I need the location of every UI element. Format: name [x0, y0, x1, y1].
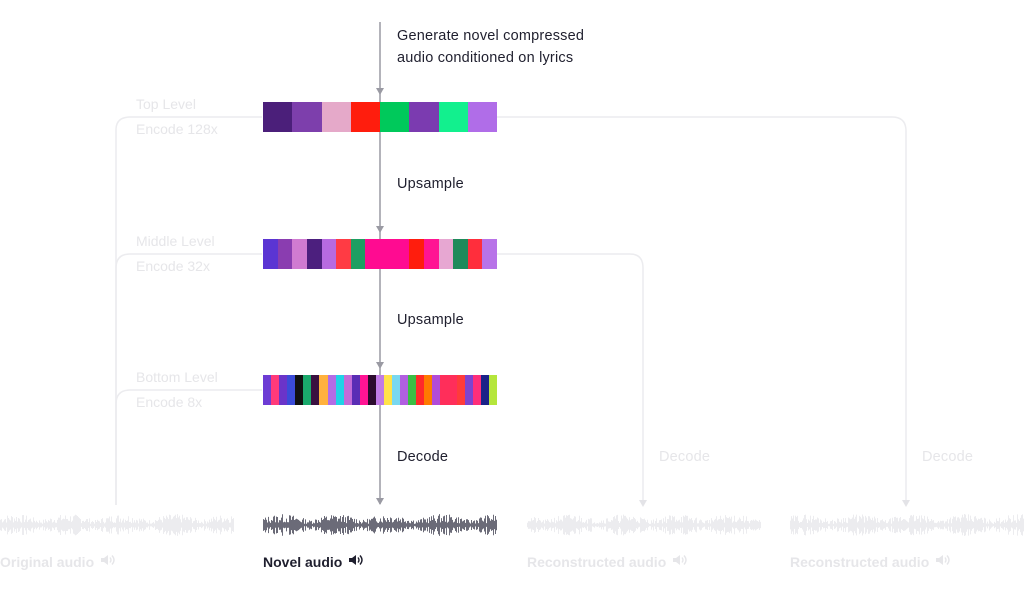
token-segment: [359, 375, 368, 405]
caption: Generate novel compressed audio conditio…: [397, 25, 584, 69]
token-segment: [263, 375, 272, 405]
token-segment: [277, 239, 293, 269]
level-sub-top: Encode 128x: [136, 121, 218, 137]
audio-novel[interactable]: Novel audio: [263, 553, 364, 570]
caption-line-2: audio conditioned on lyrics: [397, 50, 574, 66]
audio-reconstructed-right[interactable]: Reconstructed audio: [790, 553, 951, 570]
token-segment: [279, 375, 288, 405]
speaker-icon[interactable]: [672, 553, 688, 570]
step-upsample-2: Upsample: [397, 312, 464, 328]
speaker-icon[interactable]: [348, 553, 364, 570]
token-segment: [365, 239, 380, 269]
token-segment: [424, 375, 433, 405]
token-segment: [409, 102, 439, 132]
token-segment: [482, 239, 497, 269]
token-segment: [263, 102, 293, 132]
token-segment: [416, 375, 425, 405]
audio-novel-label: Novel audio: [263, 553, 343, 570]
token-segment: [306, 239, 322, 269]
step-decode-mid: Decode: [659, 449, 711, 465]
token-segment: [438, 239, 454, 269]
level-title-middle: Middle Level: [136, 233, 215, 249]
step-upsample-1: Upsample: [397, 176, 464, 192]
level-title-bottom: Bottom Level: [136, 369, 218, 385]
token-segment: [432, 375, 441, 405]
token-segment: [467, 102, 497, 132]
token-segment: [375, 375, 384, 405]
token-segment: [408, 375, 417, 405]
token-segment: [448, 375, 457, 405]
step-decode-right: Decode: [922, 449, 974, 465]
token-segment: [453, 239, 468, 269]
token-segment: [480, 375, 489, 405]
step-decode-center: Decode: [397, 449, 449, 465]
token-segment: [392, 375, 401, 405]
token-segment: [295, 375, 304, 405]
level-sub-middle: Encode 32x: [136, 258, 210, 274]
token-segment: [287, 375, 296, 405]
caption-line-1: Generate novel compressed: [397, 28, 585, 44]
token-segment: [319, 375, 328, 405]
token-segment: [440, 375, 449, 405]
token-segment: [423, 239, 439, 269]
token-segment: [335, 375, 344, 405]
token-segment: [367, 375, 376, 405]
bracket-top: [115, 116, 907, 505]
center-arrowheads: [376, 88, 384, 505]
token-bar-top: [263, 102, 497, 132]
token-segment: [383, 375, 392, 405]
token-segment: [311, 375, 320, 405]
faint-arrowheads: [639, 500, 910, 507]
audio-reconstructed-mid[interactable]: Reconstructed audio: [527, 553, 688, 570]
token-segment: [350, 239, 366, 269]
audio-original[interactable]: Original audio: [0, 553, 116, 570]
speaker-icon[interactable]: [935, 553, 951, 570]
token-segment: [292, 239, 307, 269]
waveform-reconstructed-right: [790, 514, 1024, 536]
token-segment: [380, 102, 410, 132]
token-segment: [467, 239, 483, 269]
token-segment: [343, 375, 352, 405]
token-segment: [380, 239, 395, 269]
waveform-original: [0, 514, 234, 536]
token-segment: [472, 375, 481, 405]
token-bar-bottom: [263, 375, 497, 405]
waveform-reconstructed-mid: [527, 514, 761, 536]
token-segment: [271, 375, 280, 405]
token-segment: [336, 239, 351, 269]
token-segment: [409, 239, 424, 269]
level-brackets: [115, 116, 907, 505]
token-segment: [488, 375, 497, 405]
arrowhead-right-decode: [902, 500, 910, 507]
speaker-icon[interactable]: [100, 553, 116, 570]
arrowhead-mid-decode: [639, 500, 647, 507]
token-segment: [464, 375, 473, 405]
token-segment: [350, 102, 380, 132]
token-segment: [321, 239, 337, 269]
waveform-novel: [263, 514, 497, 536]
token-segment: [351, 375, 360, 405]
token-bar-middle: [263, 239, 497, 269]
token-segment: [292, 102, 322, 132]
token-segment: [456, 375, 465, 405]
token-segment: [263, 239, 278, 269]
bracket-bottom: [115, 389, 262, 505]
audio-original-label: Original audio: [0, 553, 95, 570]
token-segment: [327, 375, 336, 405]
token-segment: [400, 375, 409, 405]
token-segment: [321, 102, 351, 132]
audio-reconstructed-mid-label: Reconstructed audio: [527, 553, 667, 570]
level-sub-bottom: Encode 8x: [136, 394, 203, 410]
bracket-middle: [115, 253, 644, 505]
token-segment: [438, 102, 468, 132]
level-title-top: Top Level: [136, 96, 196, 112]
token-segment: [303, 375, 312, 405]
token-segment: [394, 239, 410, 269]
audio-reconstructed-right-label: Reconstructed audio: [790, 553, 930, 570]
